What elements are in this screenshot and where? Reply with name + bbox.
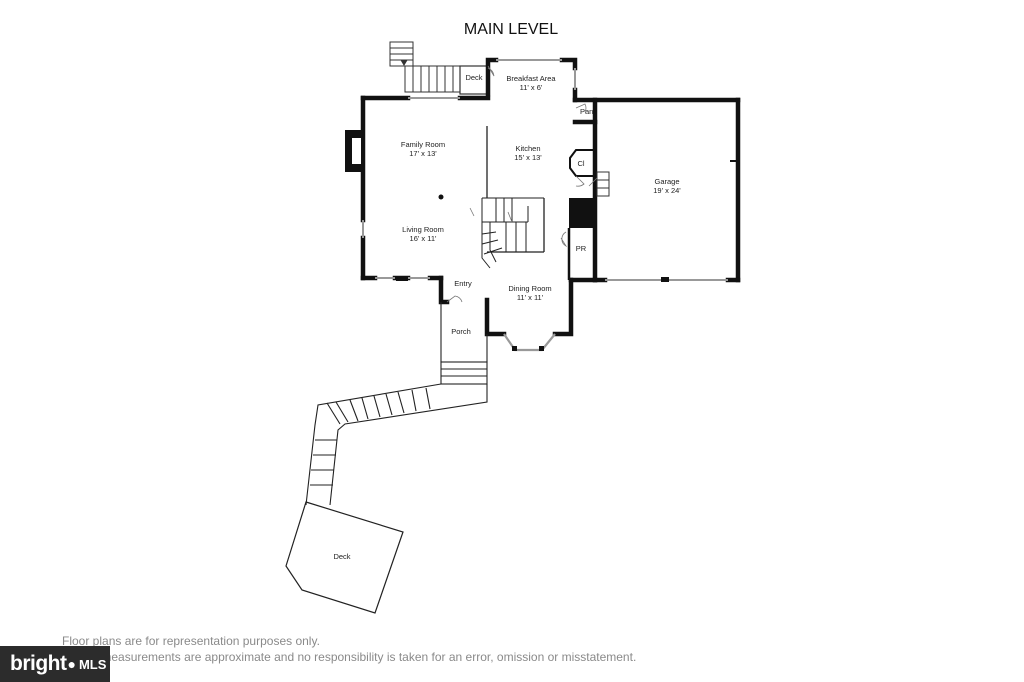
deck-bottom-outline xyxy=(285,501,404,614)
plan-title: MAIN LEVEL xyxy=(464,21,558,38)
breakfast-area-dim: 11' x 6' xyxy=(520,83,543,92)
family-room-dim: 17' x 13' xyxy=(409,149,437,158)
dining-room-dim: 11' x 11' xyxy=(517,293,544,302)
living-room-dim: 16' x 11' xyxy=(410,234,437,243)
dining-room-label: Dining Room xyxy=(508,284,551,293)
entry-label: Entry xyxy=(454,279,472,288)
garage-label: Garage xyxy=(654,177,679,186)
walkway xyxy=(305,383,488,506)
porch-label: Porch xyxy=(451,327,471,336)
breakfast-area-label: Breakfast Area xyxy=(506,74,556,83)
living-room-label: Living Room xyxy=(402,225,444,234)
pantry-label: Pan xyxy=(580,107,593,116)
kitchen-label: Kitchen xyxy=(515,144,540,153)
bright-mls-logo: bright ● MLS xyxy=(0,646,110,682)
deck-bottom-label: Deck xyxy=(333,552,350,561)
garage-dim: 19' x 24' xyxy=(653,186,681,195)
powder-room-label: PR xyxy=(576,244,587,253)
garage-marks xyxy=(396,160,736,282)
chimney-block xyxy=(569,198,595,228)
interior-stairs xyxy=(481,197,544,269)
closet-label: Cl xyxy=(577,159,584,168)
porch xyxy=(440,302,488,385)
door-swings xyxy=(446,65,598,303)
closet-shelf xyxy=(596,171,610,197)
bay-window xyxy=(503,333,556,352)
kitchen-dim: 15' x 13' xyxy=(514,153,542,162)
disclaimer-line-1: Floor plans are for representation purpo… xyxy=(62,634,320,648)
logo-word: bright xyxy=(10,652,67,675)
windows xyxy=(362,59,728,281)
column-dot xyxy=(438,194,444,200)
logo-mls: MLS xyxy=(78,656,107,672)
family-room-label: Family Room xyxy=(401,140,445,149)
disclaimer-line-2: ns and measurements are approximate and … xyxy=(62,650,637,664)
logo-dot-icon: ● xyxy=(67,656,76,672)
closet-outline xyxy=(569,149,593,177)
fireplace xyxy=(345,130,361,172)
upper-stairs xyxy=(389,41,461,93)
deck-top-label: Deck xyxy=(465,73,482,82)
